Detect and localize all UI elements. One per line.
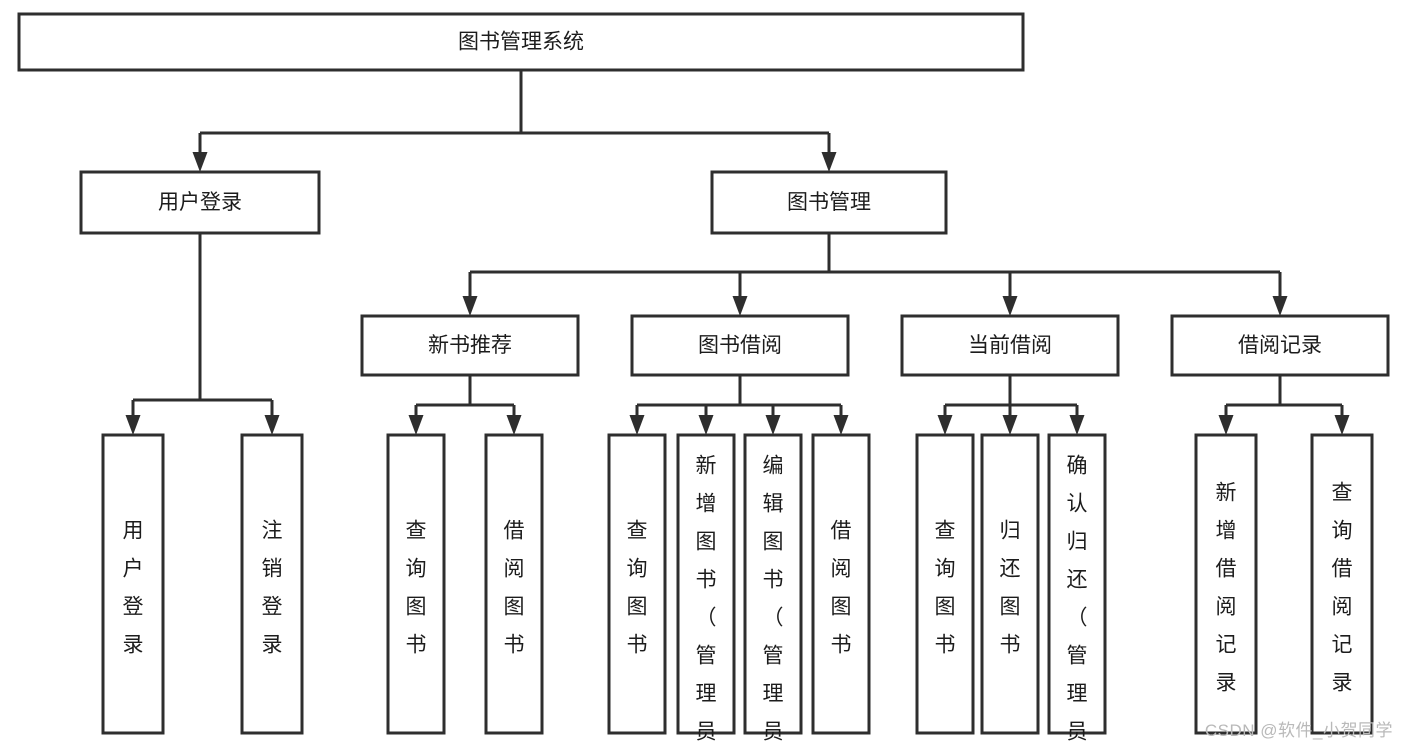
node-leaf-5[interactable]: 新增图书（管理员） [676, 433, 736, 747]
node-box[interactable] [79, 170, 321, 235]
node-layer: 图书管理系统用户登录图书管理新书推荐图书借阅当前借阅借阅记录用户登录注销登录查询… [17, 12, 1390, 747]
node-box[interactable] [900, 314, 1120, 377]
arrow-head-icon [1002, 415, 1018, 435]
arrow-head-icon [1334, 415, 1350, 435]
node-leaf-3[interactable]: 借阅图书 [484, 433, 544, 735]
node-leaf-2[interactable]: 查询图书 [386, 433, 446, 735]
node-leaf-7[interactable]: 借阅图书 [811, 433, 871, 735]
node-level1-0[interactable]: 用户登录 [79, 170, 321, 235]
node-box[interactable] [360, 314, 580, 377]
node-box[interactable] [743, 433, 803, 735]
arrow-head-icon [1069, 415, 1085, 435]
node-box[interactable] [607, 433, 667, 735]
node-box[interactable] [1194, 433, 1258, 735]
arrow-head-icon [125, 415, 141, 435]
node-box[interactable] [484, 433, 544, 735]
node-box[interactable] [630, 314, 850, 377]
node-level2-1[interactable]: 图书借阅 [630, 314, 850, 377]
node-box[interactable] [676, 433, 736, 735]
arrow-head-icon [192, 152, 208, 172]
node-label: 归还图书 [1000, 520, 1021, 657]
arrow-head-icon [821, 152, 837, 172]
node-label: 查询图书 [627, 520, 648, 657]
node-label: 借阅图书 [831, 520, 852, 657]
arrow-head-icon [462, 296, 478, 316]
node-label: 新书推荐 [428, 334, 512, 357]
connector-group-borrow-to-leaves [629, 375, 849, 435]
arrow-head-icon [937, 415, 953, 435]
arrow-head-icon [732, 296, 748, 316]
node-box[interactable] [1047, 433, 1107, 735]
node-root-0[interactable]: 图书管理系统 [17, 12, 1025, 72]
arrow-head-icon [629, 415, 645, 435]
arrow-head-icon [833, 415, 849, 435]
node-label: 借阅图书 [504, 520, 525, 657]
node-label: 图书管理 [787, 191, 871, 214]
connector-group-record-to-leaves [1218, 375, 1350, 435]
node-label: 编辑图书（管理员） [763, 455, 784, 747]
arrow-head-icon [765, 415, 781, 435]
arrow-head-icon [698, 415, 714, 435]
node-box[interactable] [101, 433, 165, 735]
node-label: 查询借阅记录 [1332, 482, 1353, 695]
node-label: 借阅记录 [1238, 334, 1322, 357]
node-box[interactable] [980, 433, 1040, 735]
node-box[interactable] [1170, 314, 1390, 377]
node-leaf-9[interactable]: 归还图书 [980, 433, 1040, 735]
node-label: 用户登录 [158, 191, 242, 214]
node-label: 确认归还（管理员） [1067, 455, 1088, 747]
watermark-text: CSDN @软件_小贺同学 [1204, 721, 1393, 740]
connector-group-current-to-leaves [937, 375, 1085, 435]
node-level1-1[interactable]: 图书管理 [710, 170, 948, 235]
node-label: 当前借阅 [968, 334, 1052, 357]
arrow-head-icon [506, 415, 522, 435]
connector-group-bookmgmt-to-level2 [462, 233, 1288, 316]
node-leaf-8[interactable]: 查询图书 [915, 433, 975, 735]
arrow-head-icon [408, 415, 424, 435]
node-label: 图书借阅 [698, 334, 782, 357]
connector-layer [125, 70, 1350, 435]
arrow-head-icon [264, 415, 280, 435]
node-leaf-4[interactable]: 查询图书 [607, 433, 667, 735]
node-level2-0[interactable]: 新书推荐 [360, 314, 580, 377]
arrow-head-icon [1218, 415, 1234, 435]
node-label: 新增借阅记录 [1216, 482, 1237, 695]
connector-group-root-to-level1 [192, 70, 837, 172]
node-box[interactable] [710, 170, 948, 235]
node-box[interactable] [240, 433, 304, 735]
node-box[interactable] [811, 433, 871, 735]
node-box[interactable] [915, 433, 975, 735]
node-leaf-10[interactable]: 确认归还（管理员） [1047, 433, 1107, 747]
node-level2-3[interactable]: 借阅记录 [1170, 314, 1390, 377]
node-label: 新增图书（管理员） [696, 455, 717, 747]
node-label: 注销登录 [262, 520, 283, 657]
connector-group-newbook-to-leaves [408, 375, 522, 435]
node-leaf-1[interactable]: 注销登录 [240, 433, 304, 735]
connector-group-userlogin-to-leaves [125, 233, 280, 435]
node-leaf-6[interactable]: 编辑图书（管理员） [743, 433, 803, 747]
node-box[interactable] [1310, 433, 1374, 735]
node-label: 用户登录 [123, 520, 144, 657]
node-label: 图书管理系统 [458, 31, 584, 54]
node-leaf-12[interactable]: 查询借阅记录 [1310, 433, 1374, 735]
arrow-head-icon [1002, 296, 1018, 316]
node-box[interactable] [386, 433, 446, 735]
node-label: 查询图书 [406, 520, 427, 657]
node-leaf-11[interactable]: 新增借阅记录 [1194, 433, 1258, 735]
arrow-head-icon [1272, 296, 1288, 316]
node-level2-2[interactable]: 当前借阅 [900, 314, 1120, 377]
node-box[interactable] [17, 12, 1025, 72]
node-label: 查询图书 [935, 520, 956, 657]
node-leaf-0[interactable]: 用户登录 [101, 433, 165, 735]
